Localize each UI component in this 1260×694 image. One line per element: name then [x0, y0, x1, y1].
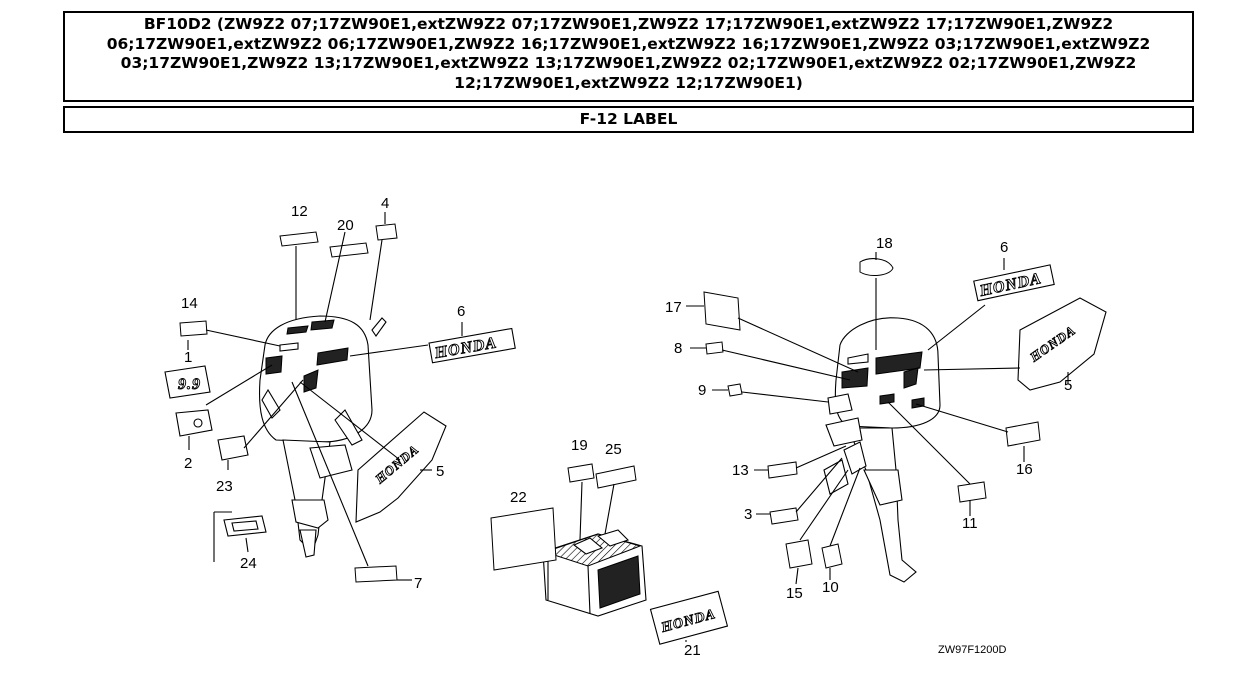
right-outboard-motor	[823, 317, 941, 583]
callout-9: 9	[698, 382, 706, 399]
callout-12: 12	[291, 203, 308, 220]
callout-11: 11	[962, 515, 978, 532]
callout-13: 13	[732, 462, 749, 479]
callout-20: 20	[337, 217, 354, 234]
callout-6-left: 6	[457, 303, 465, 320]
callout-labels: 12 20 4 14 1 6 2 23 5 24 7 19 25 22 21 1…	[181, 195, 1072, 659]
fuel-tank	[542, 529, 647, 617]
callout-22: 22	[510, 489, 527, 506]
callout-14: 14	[181, 295, 198, 312]
callout-17: 17	[665, 299, 682, 316]
callout-5-right: 5	[1064, 377, 1072, 394]
callout-8: 8	[674, 340, 682, 357]
callout-3: 3	[744, 506, 752, 523]
callout-21: 21	[684, 642, 701, 659]
page-title: BF10D2 (ZW9Z2 07;17ZW90E1,extZW9Z2 07;17…	[63, 11, 1194, 102]
callout-15: 15	[786, 585, 803, 602]
left-outboard-motor	[259, 315, 387, 558]
callout-6-right: 6	[1000, 239, 1008, 256]
right-decals: HONDA HONDA	[703, 258, 1107, 569]
callout-1: 1	[184, 349, 192, 366]
callout-23: 23	[216, 478, 233, 495]
drawing-code: ZW97F1200D	[938, 644, 1007, 656]
callout-24: 24	[240, 555, 257, 572]
model-mark-text: 9.9	[178, 376, 201, 393]
section-subtitle: F-12 LABEL	[63, 106, 1194, 133]
callout-7: 7	[414, 575, 422, 592]
callout-10: 10	[822, 579, 839, 596]
fuel-tank-decals: HONDA	[490, 463, 729, 645]
callout-18: 18	[876, 235, 893, 252]
callout-16: 16	[1016, 461, 1033, 478]
left-decals: 9.9 HONDA HONDA	[164, 223, 516, 583]
left-leader-lines	[187, 212, 463, 581]
callout-5-left: 5	[436, 463, 444, 480]
callout-2: 2	[184, 455, 192, 472]
callout-4: 4	[381, 195, 389, 212]
right-leader-lines	[686, 252, 1069, 585]
callout-19: 19	[571, 437, 588, 454]
callout-25: 25	[605, 441, 622, 458]
